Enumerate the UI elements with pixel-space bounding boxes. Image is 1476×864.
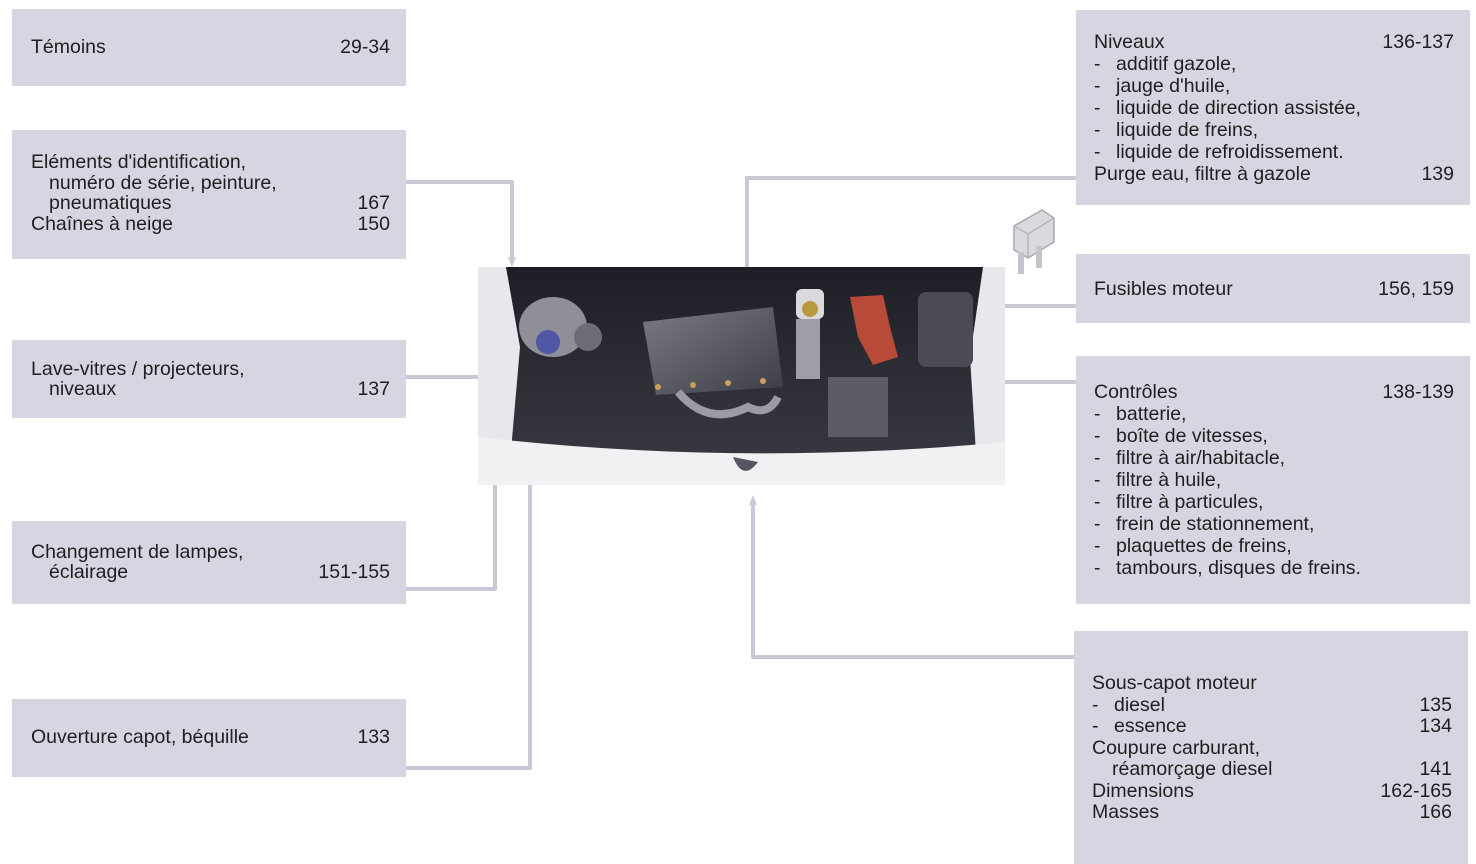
sous-capot-masses: Masses [1092,801,1160,823]
list-item: -frein de stationnement, [1094,513,1315,535]
fusibles-label: Fusibles moteur [1094,278,1233,300]
capot-pages: 133 [357,726,390,748]
sous-capot-dimensions: Dimensions [1092,779,1194,802]
list-item: -batterie, [1094,403,1187,425]
box-controles: Contrôles 138-139 -batterie, -boîte de v… [1076,356,1470,604]
lave-vitres-line2: niveaux [49,378,117,400]
engine-bay-image [478,267,1005,485]
lave-vitres-pages: 137 [357,378,390,400]
sous-capot-diesel-pages: 135 [1419,693,1452,716]
box-lave-vitres: Lave-vitres / projecteurs, niveaux 137 [12,340,406,418]
niveaux-title: Niveaux [1094,31,1165,53]
sous-capot-title: Sous-capot moteur [1092,672,1257,694]
identification-pages2: 150 [357,212,390,235]
lampes-pages: 151-155 [318,561,390,583]
sous-capot-essence: -essence [1092,715,1187,737]
list-item: -boîte de vitesses, [1094,425,1268,447]
box-capot: Ouverture capot, béquille 133 [12,699,406,777]
list-item: -jauge d'huile, [1094,75,1231,97]
capot-label: Ouverture capot, béquille [31,726,249,748]
list-item: -liquide de refroidissement. [1094,141,1344,163]
sous-capot-coupure-pages: 141 [1419,758,1452,780]
controles-title: Contrôles [1094,381,1178,403]
lave-vitres-line1: Lave-vitres / projecteurs, [31,358,245,380]
lampes-line1: Changement de lampes, [31,541,244,563]
box-niveaux: Niveaux 136-137 -additif gazole, -jauge … [1076,10,1470,205]
box-lampes: Changement de lampes, éclairage 151-155 [12,521,406,604]
list-item: -filtre à air/habitacle, [1094,447,1286,469]
list-item: -plaquettes de freins, [1094,535,1292,557]
identification-line2: numéro de série, peinture, [49,171,277,194]
line-capot [406,461,740,770]
niveaux-pages: 136-137 [1382,31,1454,53]
list-item: -additif gazole, [1094,53,1237,75]
identification-line3: pneumatiques [49,192,172,214]
line-identification [406,180,516,267]
sous-capot-essence-pages: 134 [1419,715,1452,737]
identification-pages1: 167 [357,192,390,214]
line-sous-capot [749,495,1076,659]
list-item: -tambours, disques de freins. [1094,557,1361,579]
sous-capot-masses-pages: 166 [1419,801,1452,823]
sous-capot-dimensions-pages: 162-165 [1380,779,1452,802]
identification-line4: Chaînes à neige [31,212,174,235]
box-fusibles: Fusibles moteur 156, 159 [1076,254,1470,323]
list-item: -filtre à huile, [1094,469,1222,491]
sous-capot-diesel: -diesel [1092,693,1165,716]
list-item: -liquide de direction assistée, [1094,97,1361,119]
temoins-label: Témoins [31,36,106,58]
box-sous-capot: Sous-capot moteur -diesel 135 -essence 1… [1074,631,1468,864]
niveaux-purge: Purge eau, filtre à gazole [1094,163,1311,185]
niveaux-purge-pages: 139 [1421,163,1454,185]
lampes-line2: éclairage [49,561,129,583]
sous-capot-coupure1: Coupure carburant, [1092,736,1261,759]
line-lampes [406,447,499,591]
list-item: -liquide de freins, [1094,119,1259,141]
temoins-pages: 29-34 [340,36,390,58]
box-identification: Eléments d'identification, numéro de sér… [12,130,406,259]
box-temoins: Témoins 29-34 [12,9,406,86]
controles-pages: 138-139 [1382,381,1454,403]
list-item: -filtre à particules, [1094,491,1264,513]
fusibles-pages: 156, 159 [1378,278,1454,300]
sous-capot-coupure2: réamorçage diesel [1112,758,1273,780]
identification-line1: Eléments d'identification, [31,151,247,173]
fuse-icon [1013,209,1055,274]
